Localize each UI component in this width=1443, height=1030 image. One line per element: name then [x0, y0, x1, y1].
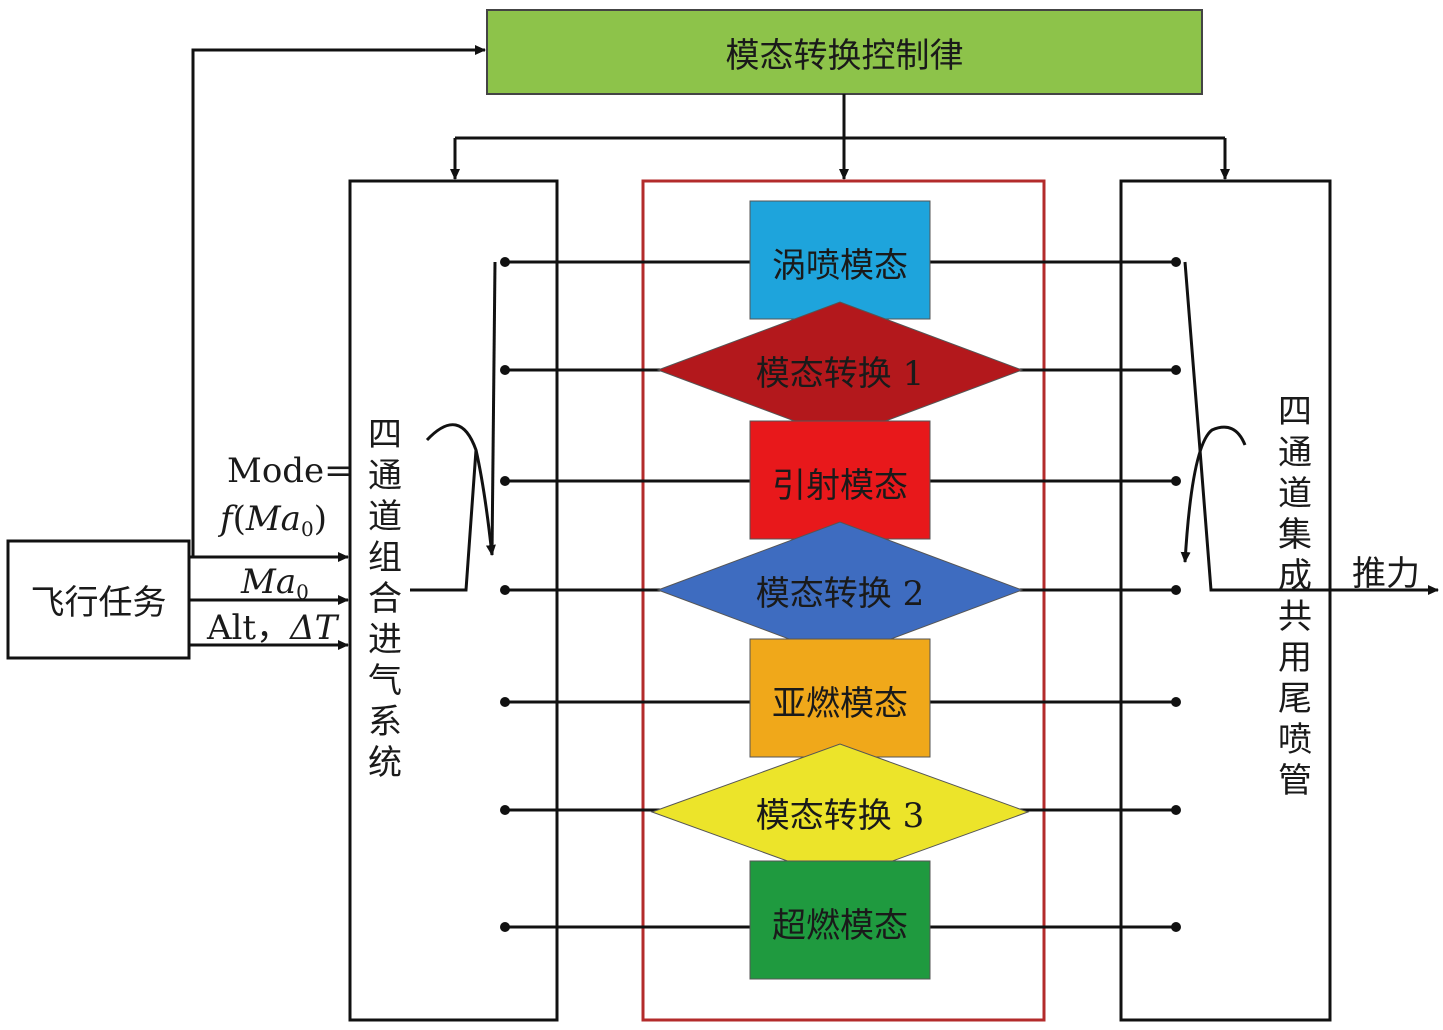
- mode-transition-diamond: [650, 743, 1030, 881]
- mode-box: [749, 860, 931, 980]
- mode-transition-diamond: [656, 301, 1024, 439]
- inlet-switch-rail: [490, 261, 497, 556]
- control-law-label: 模态转换控制律: [725, 35, 964, 76]
- flight-task-box: [6, 539, 191, 660]
- inlet-contact-dot: [500, 585, 510, 595]
- nozzle-contact-dot: [1171, 257, 1181, 267]
- mode-frame: [641, 179, 1046, 1022]
- control-distribution-line: [455, 94, 1225, 176]
- mission-to-control-arrow: [191, 45, 486, 558]
- inlet-contact-dot: [500, 257, 510, 267]
- mode-label: 亚燃模态: [772, 683, 908, 724]
- alt-text: Alt，: [207, 608, 291, 648]
- mode-var: Ma: [245, 499, 301, 539]
- alt-input-label: Alt，ΔT: [207, 611, 337, 645]
- thrust-label: 推力: [1352, 554, 1420, 594]
- delta-t: ΔT: [290, 608, 338, 648]
- inlet-contact-dot: [500, 697, 510, 707]
- inlet-contact-dot: [500, 805, 510, 815]
- mode-label: 模态转换 3: [755, 795, 925, 836]
- mode-label: 超燃模态: [772, 905, 908, 946]
- mode-label: 模态转换 1: [755, 353, 925, 394]
- nozzle-contact-dot: [1171, 697, 1181, 707]
- nozzle-switch-rail: [1183, 261, 1345, 592]
- nozzle-contact-dot: [1171, 805, 1181, 815]
- inlet-contact-dot: [500, 365, 510, 375]
- nozzle-system-label: 四通道集成共用尾喷管: [1278, 392, 1312, 801]
- inlet-contact-dot: [500, 476, 510, 486]
- nozzle-system-box: [1119, 179, 1332, 1022]
- inlet-system-label: 四通道组合进气系统: [368, 415, 402, 783]
- mach-var: Ma: [241, 562, 297, 602]
- mode-paren-open: (: [232, 499, 246, 539]
- mode-box: [749, 420, 931, 540]
- mode-transition-diamond: [656, 521, 1024, 659]
- mode-box: [749, 638, 931, 758]
- control-law-box: [486, 9, 1203, 95]
- mode-shapes: [650, 200, 1030, 980]
- nozzle-contact-dot: [1171, 585, 1181, 595]
- mode-label: 模态转换 2: [755, 573, 925, 614]
- flight-task-label: 飞行任务: [30, 583, 167, 623]
- inlet-contact-dot: [500, 922, 510, 932]
- nozzle-switch-arc: [1180, 425, 1247, 563]
- nozzle-contact-dot: [1171, 476, 1181, 486]
- mode-sub: 0: [300, 517, 314, 541]
- mode-paren-close: ): [313, 499, 327, 539]
- inlet-switch-arc: [425, 423, 496, 556]
- nozzle-contact-dot: [1171, 365, 1181, 375]
- mach-input-label: Ma0: [241, 565, 309, 602]
- mode-input-label: Mode=: [227, 454, 353, 488]
- mode-func: f: [220, 499, 233, 539]
- inlet-input-line: [410, 449, 478, 592]
- mode-box: [749, 200, 931, 320]
- inlet-system-box: [348, 179, 559, 1022]
- mode-prefix: Mode=: [227, 451, 353, 491]
- mach-sub: 0: [296, 580, 309, 604]
- mode-label: 涡喷模态: [772, 245, 908, 286]
- nozzle-contact-dot: [1171, 922, 1181, 932]
- mode-label: 引射模态: [772, 465, 908, 506]
- mode-function-label: f(Ma0): [220, 502, 327, 539]
